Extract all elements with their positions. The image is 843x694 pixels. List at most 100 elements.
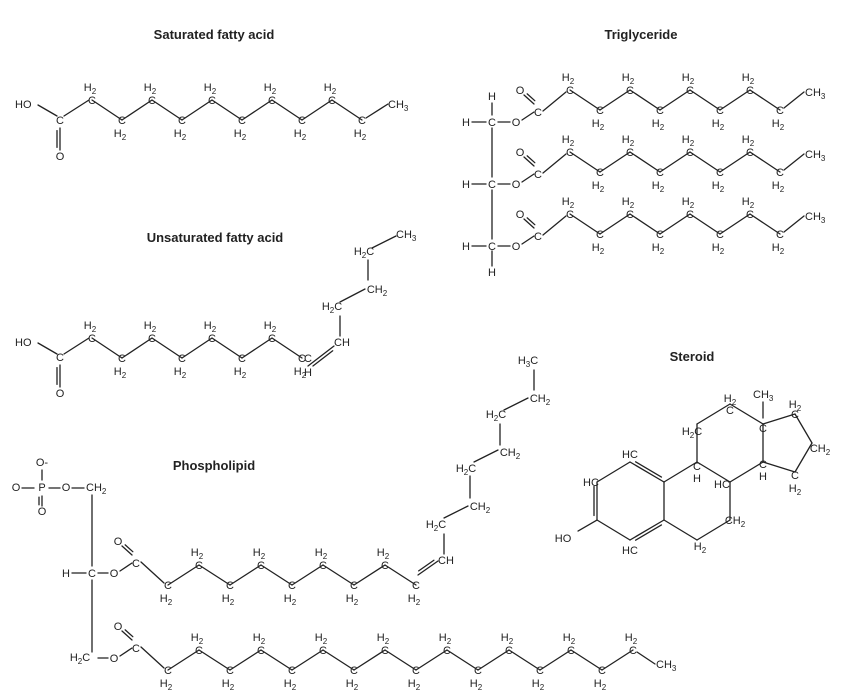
methylene-label: H2C	[70, 652, 90, 666]
atom-symbol: O	[110, 568, 119, 580]
hydrogen-label: H2	[204, 320, 217, 334]
carbon-label: C	[776, 105, 784, 117]
atom-subscript: 2	[797, 488, 802, 497]
methyl-label: CH3	[805, 87, 826, 101]
atom-symbol: HC	[622, 545, 638, 557]
bond-line	[353, 649, 386, 671]
bond-line	[322, 564, 355, 586]
ester-oxygen-label: O	[512, 179, 521, 191]
bond-line	[415, 649, 448, 671]
methylene-label: CH2	[470, 501, 491, 515]
hydrogen-label: H	[304, 367, 312, 379]
bond-line	[689, 213, 721, 235]
bond-line	[198, 649, 231, 671]
atom-symbol: C	[298, 353, 306, 365]
bond-line	[569, 89, 601, 111]
atom-symbol: O	[56, 388, 65, 400]
atom-subscript: 2	[272, 325, 277, 334]
atom-symbol: C	[328, 95, 336, 107]
atom-symbol: C	[164, 665, 172, 677]
hydrogen-label: H	[462, 179, 470, 191]
atom-subscript: 2	[323, 552, 328, 561]
atom-symbol: HO	[15, 337, 32, 349]
hydrogen-label: H2	[234, 128, 247, 142]
bond-line	[629, 213, 661, 235]
bond-line	[119, 647, 133, 657]
atom-symbol: C	[746, 85, 754, 97]
atom-symbol: C	[178, 115, 186, 127]
hydrogen-label: H2	[594, 678, 607, 692]
atom-symbol: CH	[334, 337, 350, 349]
atom-symbol: C	[474, 665, 482, 677]
bond-line	[260, 564, 293, 586]
carbon-label: C	[716, 105, 724, 117]
atom-subscript: 2	[690, 201, 695, 210]
carbon-label: C	[536, 665, 544, 677]
atom-subscript: 2	[302, 133, 307, 142]
atom-symbol: C	[596, 229, 604, 241]
hydroxyl-label: HO	[555, 533, 572, 545]
atom-subscript: 2	[383, 289, 388, 298]
atom-symbol: CH	[805, 211, 821, 223]
carbon-label: C	[257, 560, 265, 572]
carbon-label: C	[566, 209, 574, 221]
atom-symbol: C	[693, 461, 701, 473]
atom-subscript: 2	[261, 552, 266, 561]
carbon-label: C	[88, 95, 96, 107]
atom-symbol: C	[567, 645, 575, 657]
carbon-label: C	[328, 95, 336, 107]
atom-subscript: 2	[486, 506, 491, 515]
hydrogen-label: H	[759, 471, 767, 483]
hydrogen-label: H	[462, 117, 470, 129]
hydrogen-label: H	[488, 267, 496, 279]
atom-symbol: H	[174, 128, 182, 140]
double-bond-line	[312, 350, 334, 367]
atom-symbol: C	[536, 665, 544, 677]
atom-symbol: H	[84, 82, 92, 94]
bond-line	[696, 519, 731, 541]
atom-symbol: H	[144, 82, 152, 94]
atom-subscript: 2	[261, 637, 266, 646]
bond-line	[140, 561, 165, 584]
bond-line	[151, 337, 183, 359]
bond-line	[539, 649, 572, 671]
bond-line	[749, 213, 781, 235]
bond-line	[599, 213, 631, 235]
atom-symbol: H	[322, 301, 330, 313]
atom-symbol: C	[746, 209, 754, 221]
atom-subscript: 2	[354, 683, 359, 692]
atom-symbol: C	[686, 147, 694, 159]
atom-symbol: O	[56, 151, 65, 163]
atom-symbol: H	[652, 242, 660, 254]
atom-symbol: O	[38, 506, 47, 518]
atom-subscript: 2	[780, 185, 785, 194]
hydrogen-label: H2	[562, 72, 575, 86]
double-bond-line	[526, 217, 536, 226]
atom-subscript: 2	[750, 139, 755, 148]
atom-symbol: H	[160, 678, 168, 690]
atom-symbol: C	[468, 463, 476, 475]
glycerol-carbon-label: C	[488, 241, 496, 253]
hydrogen-label: H2	[253, 547, 266, 561]
atom-symbol: C	[726, 405, 734, 417]
hydrogen-label: H	[693, 473, 701, 485]
atom-symbol: C	[488, 117, 496, 129]
atom-subscript: 2	[182, 371, 187, 380]
carbon-label: C	[566, 147, 574, 159]
ester-carbon-label: C	[534, 169, 542, 181]
atom-symbol: C	[195, 560, 203, 572]
carbon-label: C	[319, 645, 327, 657]
bond-line	[794, 442, 813, 473]
atom-symbol: H	[501, 632, 509, 644]
atom-symbol: C	[208, 333, 216, 345]
atom-symbol: H	[264, 82, 272, 94]
atom-subscript: 2	[750, 201, 755, 210]
hydrogen-label: H2	[264, 82, 277, 96]
atom-symbol: H	[354, 128, 362, 140]
methylene-label: CH2	[530, 393, 551, 407]
hydrogen-label: H2	[294, 366, 307, 380]
atom-subscript: 2	[354, 598, 359, 607]
title-unsaturated-fatty-acid: Unsaturated fatty acid	[147, 230, 284, 245]
bond-line	[291, 649, 324, 671]
carbon-label: C	[195, 560, 203, 572]
